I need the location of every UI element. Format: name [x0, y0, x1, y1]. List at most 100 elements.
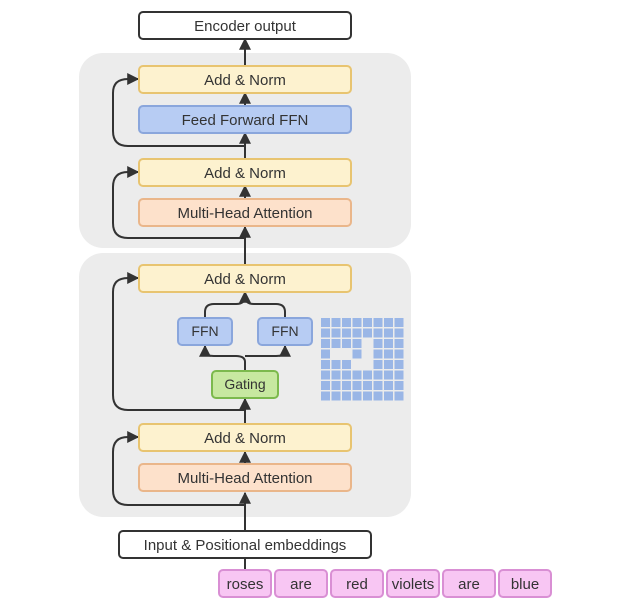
- expert-left-box: [177, 317, 233, 346]
- token-box: [218, 569, 272, 598]
- expert-grid-cell: [384, 370, 393, 380]
- expert-grid-cell: [321, 349, 330, 359]
- token-label: red: [346, 576, 368, 593]
- expert-grid-cell: [394, 339, 404, 348]
- expert-grid-cell: [373, 370, 383, 380]
- expert-grid-cell: [352, 339, 362, 348]
- expert-grid-cell: [384, 339, 393, 348]
- expert-grid-cell: [321, 318, 330, 327]
- expert-grid-cell: [321, 328, 330, 338]
- expert-grid-cell: [363, 328, 372, 338]
- expert-grid-cell: [352, 370, 362, 380]
- flow-gating-to-expert-right: [245, 344, 291, 357]
- top-attention-box: [138, 198, 352, 227]
- expert-grid-cell: [321, 391, 330, 401]
- expert-grid-cell: [373, 318, 383, 327]
- expert-grid-cell: [373, 381, 383, 390]
- expert-grid-cell: [321, 360, 330, 369]
- expert-grid-cell: [331, 339, 341, 348]
- top-ffn-box: [138, 105, 352, 134]
- expert-grid-cell: [373, 391, 383, 401]
- token-box: [498, 569, 552, 598]
- moe-add-norm-upper-box: [138, 264, 352, 293]
- expert-grid-cell: [352, 328, 362, 338]
- expert-left-label: FFN: [191, 323, 218, 339]
- expert-grid-cell: [342, 360, 351, 369]
- token-label: are: [290, 576, 312, 593]
- expert-grid-cell: [342, 328, 351, 338]
- expert-grid-cell: [394, 370, 404, 380]
- expert-grid-cell: [394, 360, 404, 369]
- top-add-norm-lower-label: Add & Norm: [204, 165, 286, 182]
- token-row: roses are red violets are blue: [218, 569, 552, 598]
- expert-grid-cell: [352, 381, 362, 390]
- expert-grid-cell: [394, 391, 404, 401]
- top-ffn-label: Feed Forward FFN: [182, 112, 309, 129]
- expert-grid-cell: [363, 370, 372, 380]
- expert-grid-cell: [331, 360, 341, 369]
- expert-grid-cell: [384, 360, 393, 369]
- expert-grid-cell: [331, 370, 341, 380]
- top-add-norm-lower-box: [138, 158, 352, 187]
- expert-grid-cell: [363, 381, 372, 390]
- top-add-norm-upper-box: [138, 65, 352, 94]
- top-attention-label: Multi-Head Attention: [177, 205, 312, 222]
- expert-grid-cell: [363, 391, 372, 401]
- expert-grid-cell: [331, 328, 341, 338]
- residual-bottom-attn: [112, 431, 245, 506]
- moe-add-norm-lower-box: [138, 423, 352, 452]
- flow-gating-to-expert-left: [199, 344, 246, 371]
- expert-grid-cell: [384, 328, 393, 338]
- residual-top-ffn: [112, 73, 245, 147]
- expert-grid-cell: [373, 360, 383, 369]
- expert-right-label: FFN: [271, 323, 298, 339]
- expert-grid-cell: [321, 370, 330, 380]
- expert-grid-cell: [342, 370, 351, 380]
- expert-grid-cell: [394, 318, 404, 327]
- expert-grid-cell: [363, 318, 372, 327]
- token-label: violets: [392, 576, 435, 593]
- top-add-norm-upper-label: Add & Norm: [204, 72, 286, 89]
- token-box: [274, 569, 328, 598]
- token-label: roses: [227, 576, 264, 593]
- expert-grid-cell: [331, 391, 341, 401]
- expert-grid-cell: [321, 381, 330, 390]
- token-label: are: [458, 576, 480, 593]
- expert-grid-cell: [373, 328, 383, 338]
- expert-grid-cell: [331, 381, 341, 390]
- expert-right-box: [257, 317, 313, 346]
- encoder-output-box: [138, 11, 352, 40]
- expert-grid-cell: [352, 349, 362, 359]
- moe-add-norm-upper-label: Add & Norm: [204, 271, 286, 288]
- expert-grid-cell: [321, 339, 330, 348]
- input-embeddings-box: [118, 530, 372, 559]
- expert-grid: [321, 318, 404, 401]
- expert-grid-cell: [384, 381, 393, 390]
- gating-label: Gating: [224, 376, 265, 392]
- expert-grid-cell: [342, 339, 351, 348]
- expert-grid-cell: [373, 339, 383, 348]
- expert-grid-cell: [373, 349, 383, 359]
- token-box: [330, 569, 384, 598]
- expert-grid-cell: [331, 318, 341, 327]
- expert-grid-cell: [352, 391, 362, 401]
- residual-moe: [112, 272, 245, 411]
- token-label: blue: [511, 576, 539, 593]
- expert-grid-cell: [342, 391, 351, 401]
- moe-add-norm-lower-label: Add & Norm: [204, 430, 286, 447]
- expert-grid-cell: [384, 349, 393, 359]
- moe-attention-box: [138, 463, 352, 492]
- expert-grid-cell: [342, 381, 351, 390]
- residual-top-attn: [112, 166, 245, 239]
- token-box: [442, 569, 496, 598]
- input-embeddings-label: Input & Positional embeddings: [144, 537, 347, 554]
- encoder-output-label: Encoder output: [194, 18, 297, 35]
- expert-grid-cell: [384, 391, 393, 401]
- expert-grid-cell: [384, 318, 393, 327]
- moe-attention-label: Multi-Head Attention: [177, 470, 312, 487]
- expert-grid-cell: [394, 349, 404, 359]
- token-box: [386, 569, 440, 598]
- expert-grid-cell: [394, 381, 404, 390]
- expert-grid-cell: [342, 318, 351, 327]
